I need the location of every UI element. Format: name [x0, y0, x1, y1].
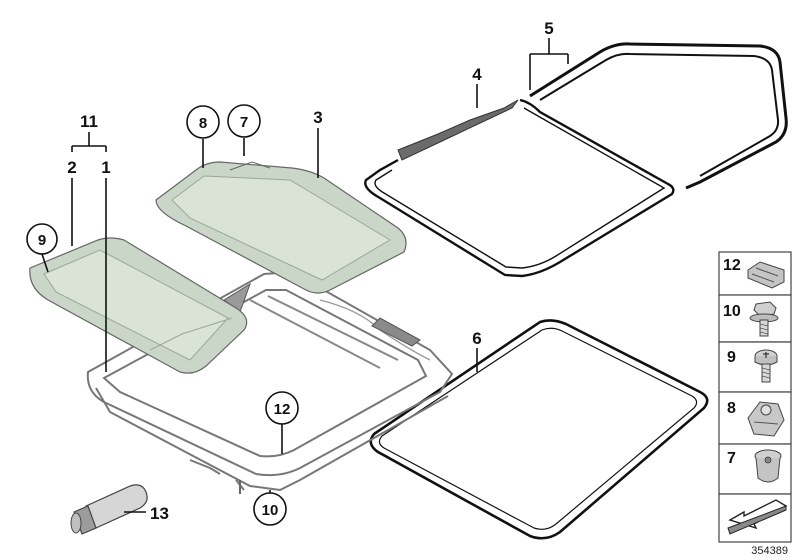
clip-icon [747, 261, 785, 289]
sunroof-frame [86, 270, 454, 494]
part-label-12: 12 [723, 257, 741, 274]
reference-number: 354389 [751, 545, 788, 557]
callout-4: 4 [472, 65, 482, 84]
callout-13: 13 [150, 504, 169, 523]
callout-9: 9 [38, 232, 46, 249]
torx-screw-icon [754, 349, 778, 383]
arrow-icon [727, 499, 788, 535]
callout-11: 11 [80, 112, 98, 131]
part-label-9: 9 [727, 349, 736, 366]
part-label-7: 7 [727, 450, 736, 467]
callout-3: 3 [313, 108, 322, 127]
side-parts-panel: 12 10 9 8 [718, 251, 792, 543]
callout-8: 8 [199, 115, 207, 132]
part-label-10: 10 [723, 303, 741, 320]
callout-6: 6 [472, 329, 481, 348]
front-glass-panel-1-2 [29, 237, 248, 374]
roof-seal-5 [529, 42, 788, 190]
clip-nut-icon [747, 401, 785, 437]
callout-circles [26, 104, 299, 526]
callout-10: 10 [262, 502, 279, 519]
frame-seal-6 [369, 319, 709, 540]
rear-glass-panel-3 [155, 161, 407, 294]
part-label-8: 8 [727, 400, 736, 417]
callout-5: 5 [544, 19, 553, 38]
callout-1: 1 [101, 158, 110, 177]
expanding-rivet-icon [754, 449, 782, 483]
callout-7: 7 [240, 114, 248, 131]
grease-tube-13 [70, 484, 148, 535]
leader-lines [41, 38, 569, 513]
callout-12: 12 [274, 401, 291, 418]
roof-seal-4 [364, 98, 675, 278]
hex-bolt-icon [749, 301, 779, 337]
callout-2: 2 [67, 158, 76, 177]
